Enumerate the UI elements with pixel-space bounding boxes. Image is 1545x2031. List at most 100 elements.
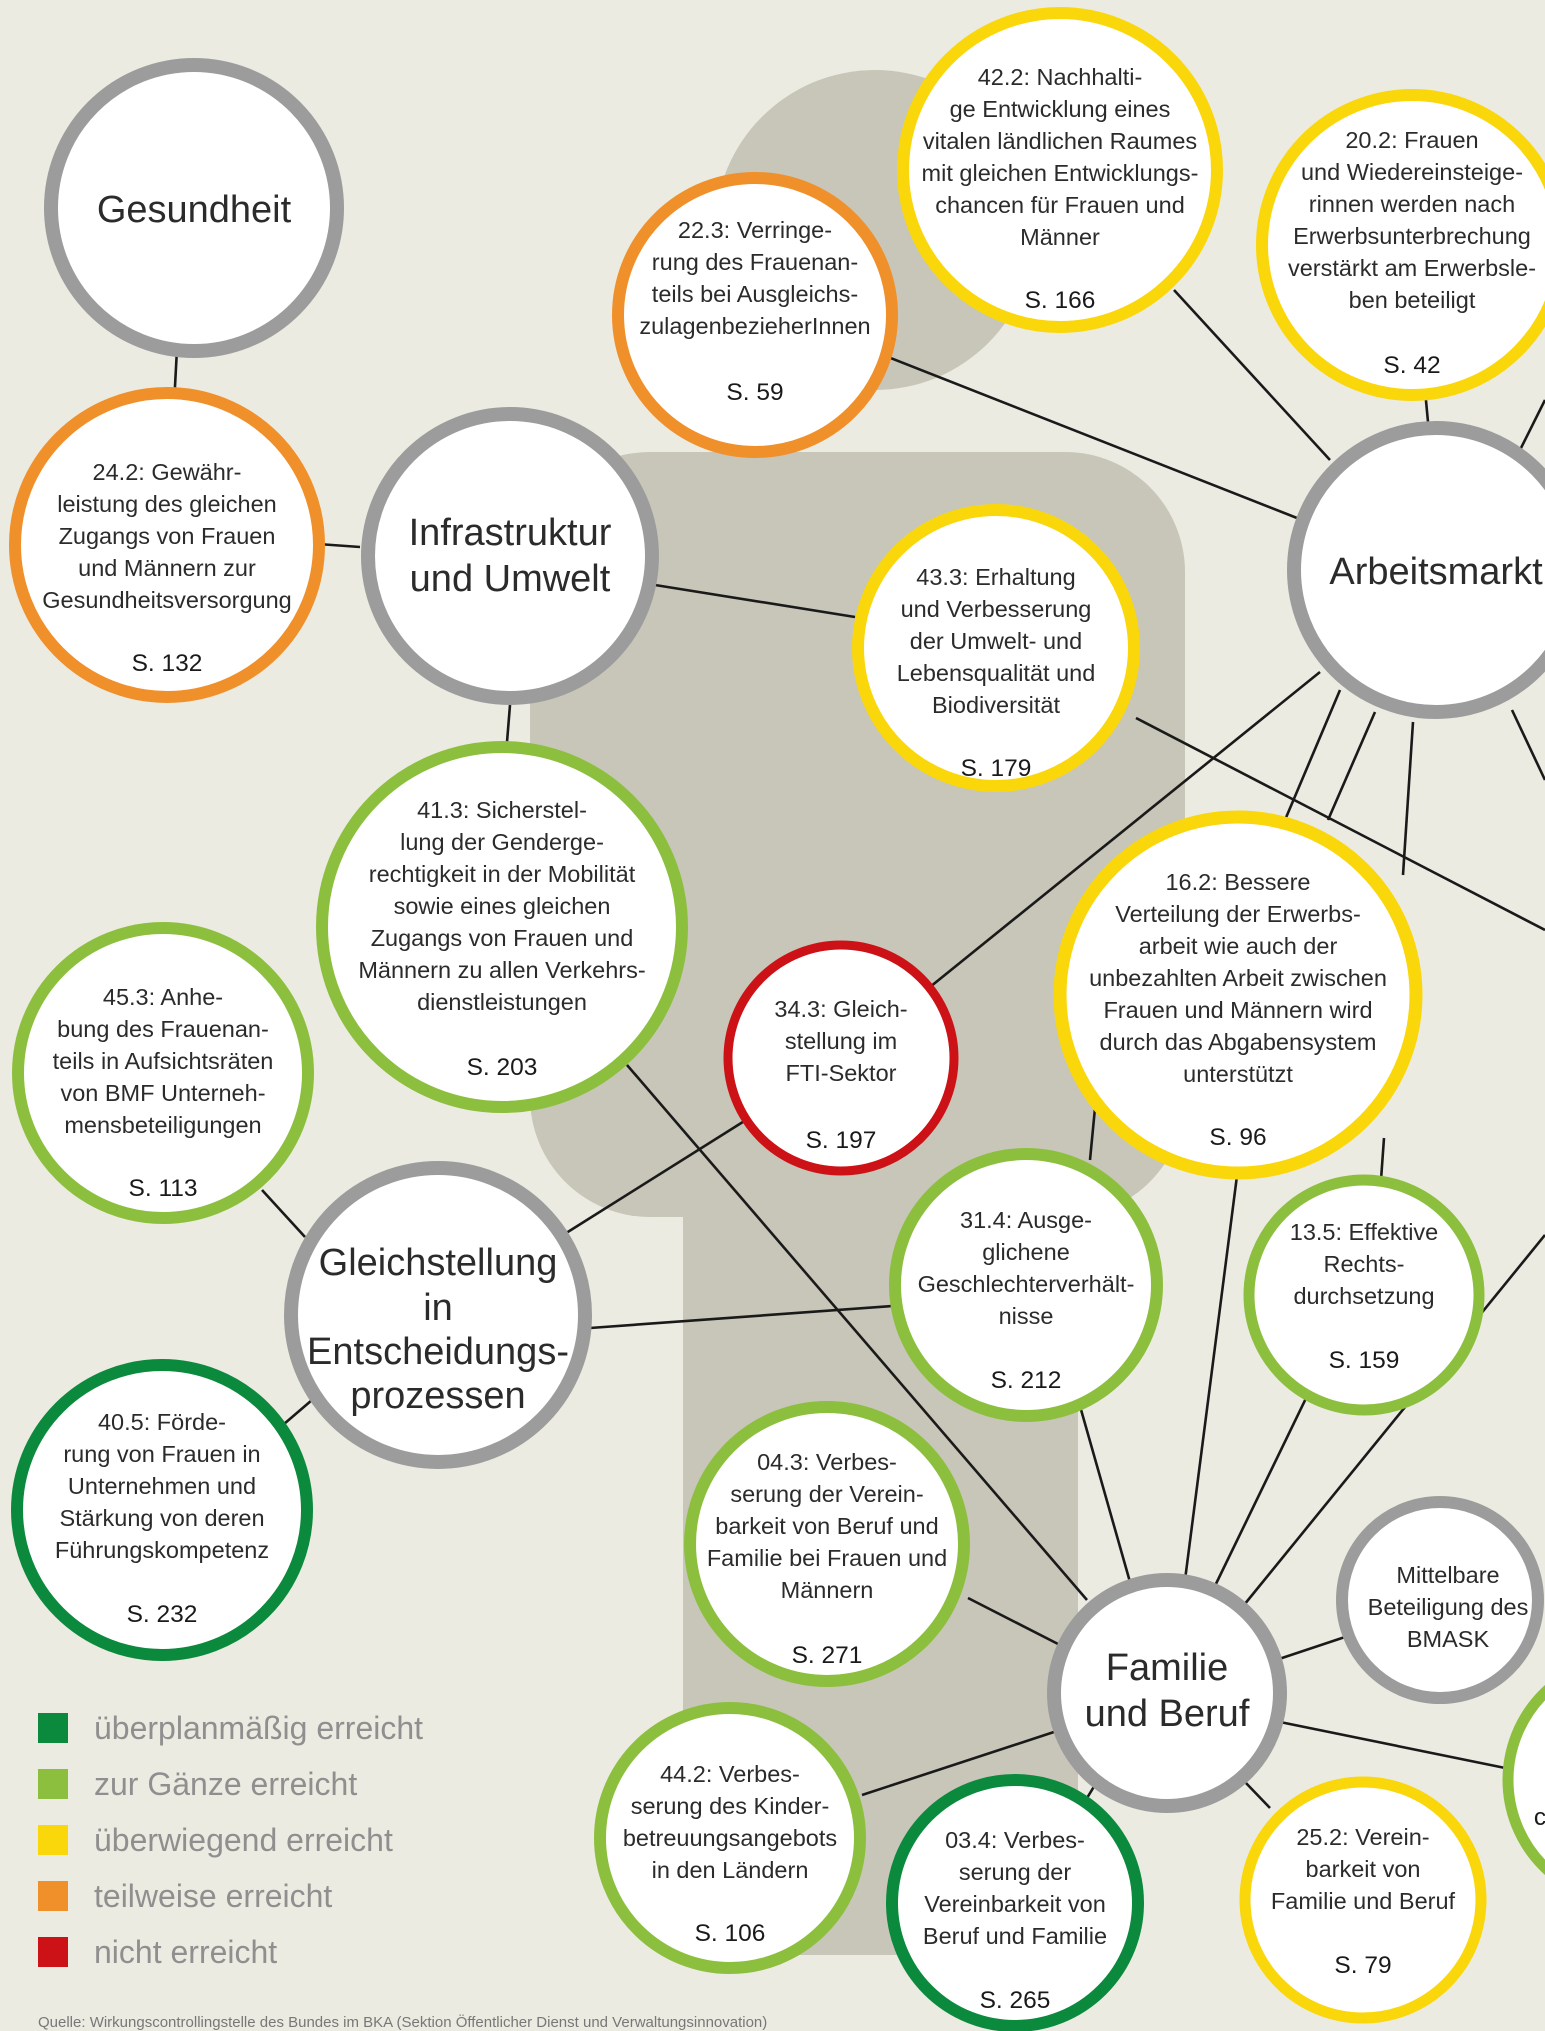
legend-item: teilweise erreicht <box>38 1868 423 1924</box>
edge-04-3-familie <box>967 1596 1061 1647</box>
edge-gleichstellung-40-5 <box>283 1399 313 1425</box>
edge-gleichstellung-34-3 <box>562 1118 747 1237</box>
goal-20-2-page: S. 42 <box>1383 352 1440 379</box>
partial-node-right <box>1502 1685 1545 1875</box>
svg-text:04.3: Verbes-serung der Verein: 04.3: Verbes-serung der Verein-barkeit v… <box>707 1449 947 1603</box>
legend-label: nicht erreicht <box>94 1933 278 1970</box>
edge-arbeitsmarkt-16-2-a <box>1283 689 1342 821</box>
edge-familie-25-2 <box>1244 1781 1271 1809</box>
edge-16-2-13-5 <box>1379 1137 1386 1181</box>
goal-44-2-page: S. 106 <box>695 1920 766 1947</box>
goal-22-3: 22.3: Verringe-rung des Frauenan-teils b… <box>612 172 898 458</box>
svg-text:44.2: Verbes-serung des Kinder: 44.2: Verbes-serung des Kinder-betreuung… <box>623 1761 837 1883</box>
goal-13-5-page: S. 159 <box>1329 1347 1400 1374</box>
hub-arbeitsmarkt-label: Arbeitsmarkt <box>1329 551 1543 593</box>
goal-41-3: 41.3: Sicherstel-lung der Gendergе-recht… <box>316 741 688 1113</box>
legend-item: überplanmäßig erreicht <box>38 1700 423 1756</box>
goal-41-3-page: S. 203 <box>467 1054 538 1081</box>
connection-lines <box>172 289 1545 1809</box>
goal-43-3-page: S. 179 <box>961 755 1032 782</box>
goal-16-2-page: S. 96 <box>1209 1124 1266 1151</box>
edge-42-2-arbeitsmarkt <box>1173 289 1331 461</box>
goal-45-3: 45.3: Anhe-bung des Frauenan-teils in Au… <box>12 922 314 1224</box>
legend-swatch <box>38 1881 68 1911</box>
edge-43-3-right <box>1135 716 1545 932</box>
legend-swatch <box>38 1713 68 1743</box>
svg-text:45.3: Anhe-bung des Frauenan-t: 45.3: Anhe-bung des Frauenan-teils in Au… <box>53 984 274 1138</box>
source-note: Quelle: Wirkungscontrollingstelle des Bu… <box>38 2014 768 2031</box>
edge-infrastruktur-43-3 <box>654 583 856 619</box>
edge-24-2-infrastruktur <box>317 542 361 549</box>
edge-31-4-familie <box>1074 1391 1132 1583</box>
edge-right-familie <box>1242 1234 1545 1606</box>
hub-gesundheit: Gesundheit <box>44 58 344 358</box>
edge-arbeitsmarkt-16-2-b <box>1326 711 1377 821</box>
hub-gesundheit-label: Gesundheit <box>97 189 292 231</box>
goal-42-2-page: S. 166 <box>1025 287 1096 314</box>
edge-arbeitsmarkt-16-2-c <box>1401 721 1415 876</box>
edge-16-2-familie <box>1183 1167 1240 1581</box>
edge-gleichstellung-31-4 <box>589 1304 893 1330</box>
edge-arbeitsmarkt-34-3 <box>929 670 1321 989</box>
edge-45-3-gleichstellung <box>261 1189 306 1238</box>
svg-text:41.3: Sicherstel-lung der Gend: 41.3: Sicherstel-lung der Gendergе-recht… <box>358 797 645 1015</box>
svg-text:40.5: Förde-rung von Frauen in: 40.5: Förde-rung von Frauen inUnternehme… <box>55 1409 269 1563</box>
edge-13-5-familie <box>1211 1389 1312 1591</box>
svg-text:22.3: Verringe-rung des Frauen: 22.3: Verringe-rung des Frauenan-teils b… <box>639 217 870 339</box>
goal-24-2-page: S. 132 <box>132 650 203 677</box>
edge-44-2-familie <box>861 1728 1061 1797</box>
legend-swatch <box>38 1825 68 1855</box>
goal-04-3-page: S. 271 <box>792 1642 863 1669</box>
edge-16-2-31-4 <box>1088 1107 1097 1161</box>
svg-text:42.2: Nachhalti-ge Entwicklung: 42.2: Nachhalti-ge Entwicklung einesvita… <box>922 64 1199 250</box>
edge-arbeitsmarkt-far-right <box>1510 709 1545 781</box>
goal-22-3-page: S. 59 <box>726 379 783 406</box>
goal-04-3: 04.3: Verbes-serung der Verein-barkeit v… <box>684 1401 970 1687</box>
goal-44-2: 44.2: Verbes-serung des Kinder-betreuung… <box>594 1702 866 1974</box>
hub-arbeitsmarkt: Arbeitsmarkt <box>1287 421 1545 719</box>
partial-node-glyph: c <box>1534 1804 1545 1831</box>
legend: überplanmäßig erreicht zur Gänze erreich… <box>38 1700 423 1980</box>
goal-03-4-page: S. 265 <box>980 1987 1051 2014</box>
legend-label: zur Gänze erreicht <box>94 1765 358 1802</box>
goal-40-5-page: S. 232 <box>127 1601 198 1628</box>
edge-arbeitsmarkt-right <box>1518 399 1545 451</box>
legend-swatch <box>38 1937 68 1967</box>
edge-41-3-familie <box>626 1064 1088 1601</box>
goal-31-4-page: S. 212 <box>991 1367 1062 1394</box>
goal-25-2-page: S. 79 <box>1334 1952 1391 1979</box>
edge-familie-far-right <box>1279 1720 1516 1772</box>
goal-45-3-page: S. 113 <box>128 1175 197 1202</box>
svg-text:24.2: Gewähr-leistung des glei: 24.2: Gewähr-leistung des gleichenZugang… <box>42 459 292 613</box>
edge-22-3-arbeitsmarkt <box>882 353 1298 520</box>
edge-infrastruktur-41-3 <box>505 704 512 743</box>
legend-swatch <box>38 1769 68 1799</box>
edge-familie-mittelbare <box>1275 1635 1346 1662</box>
